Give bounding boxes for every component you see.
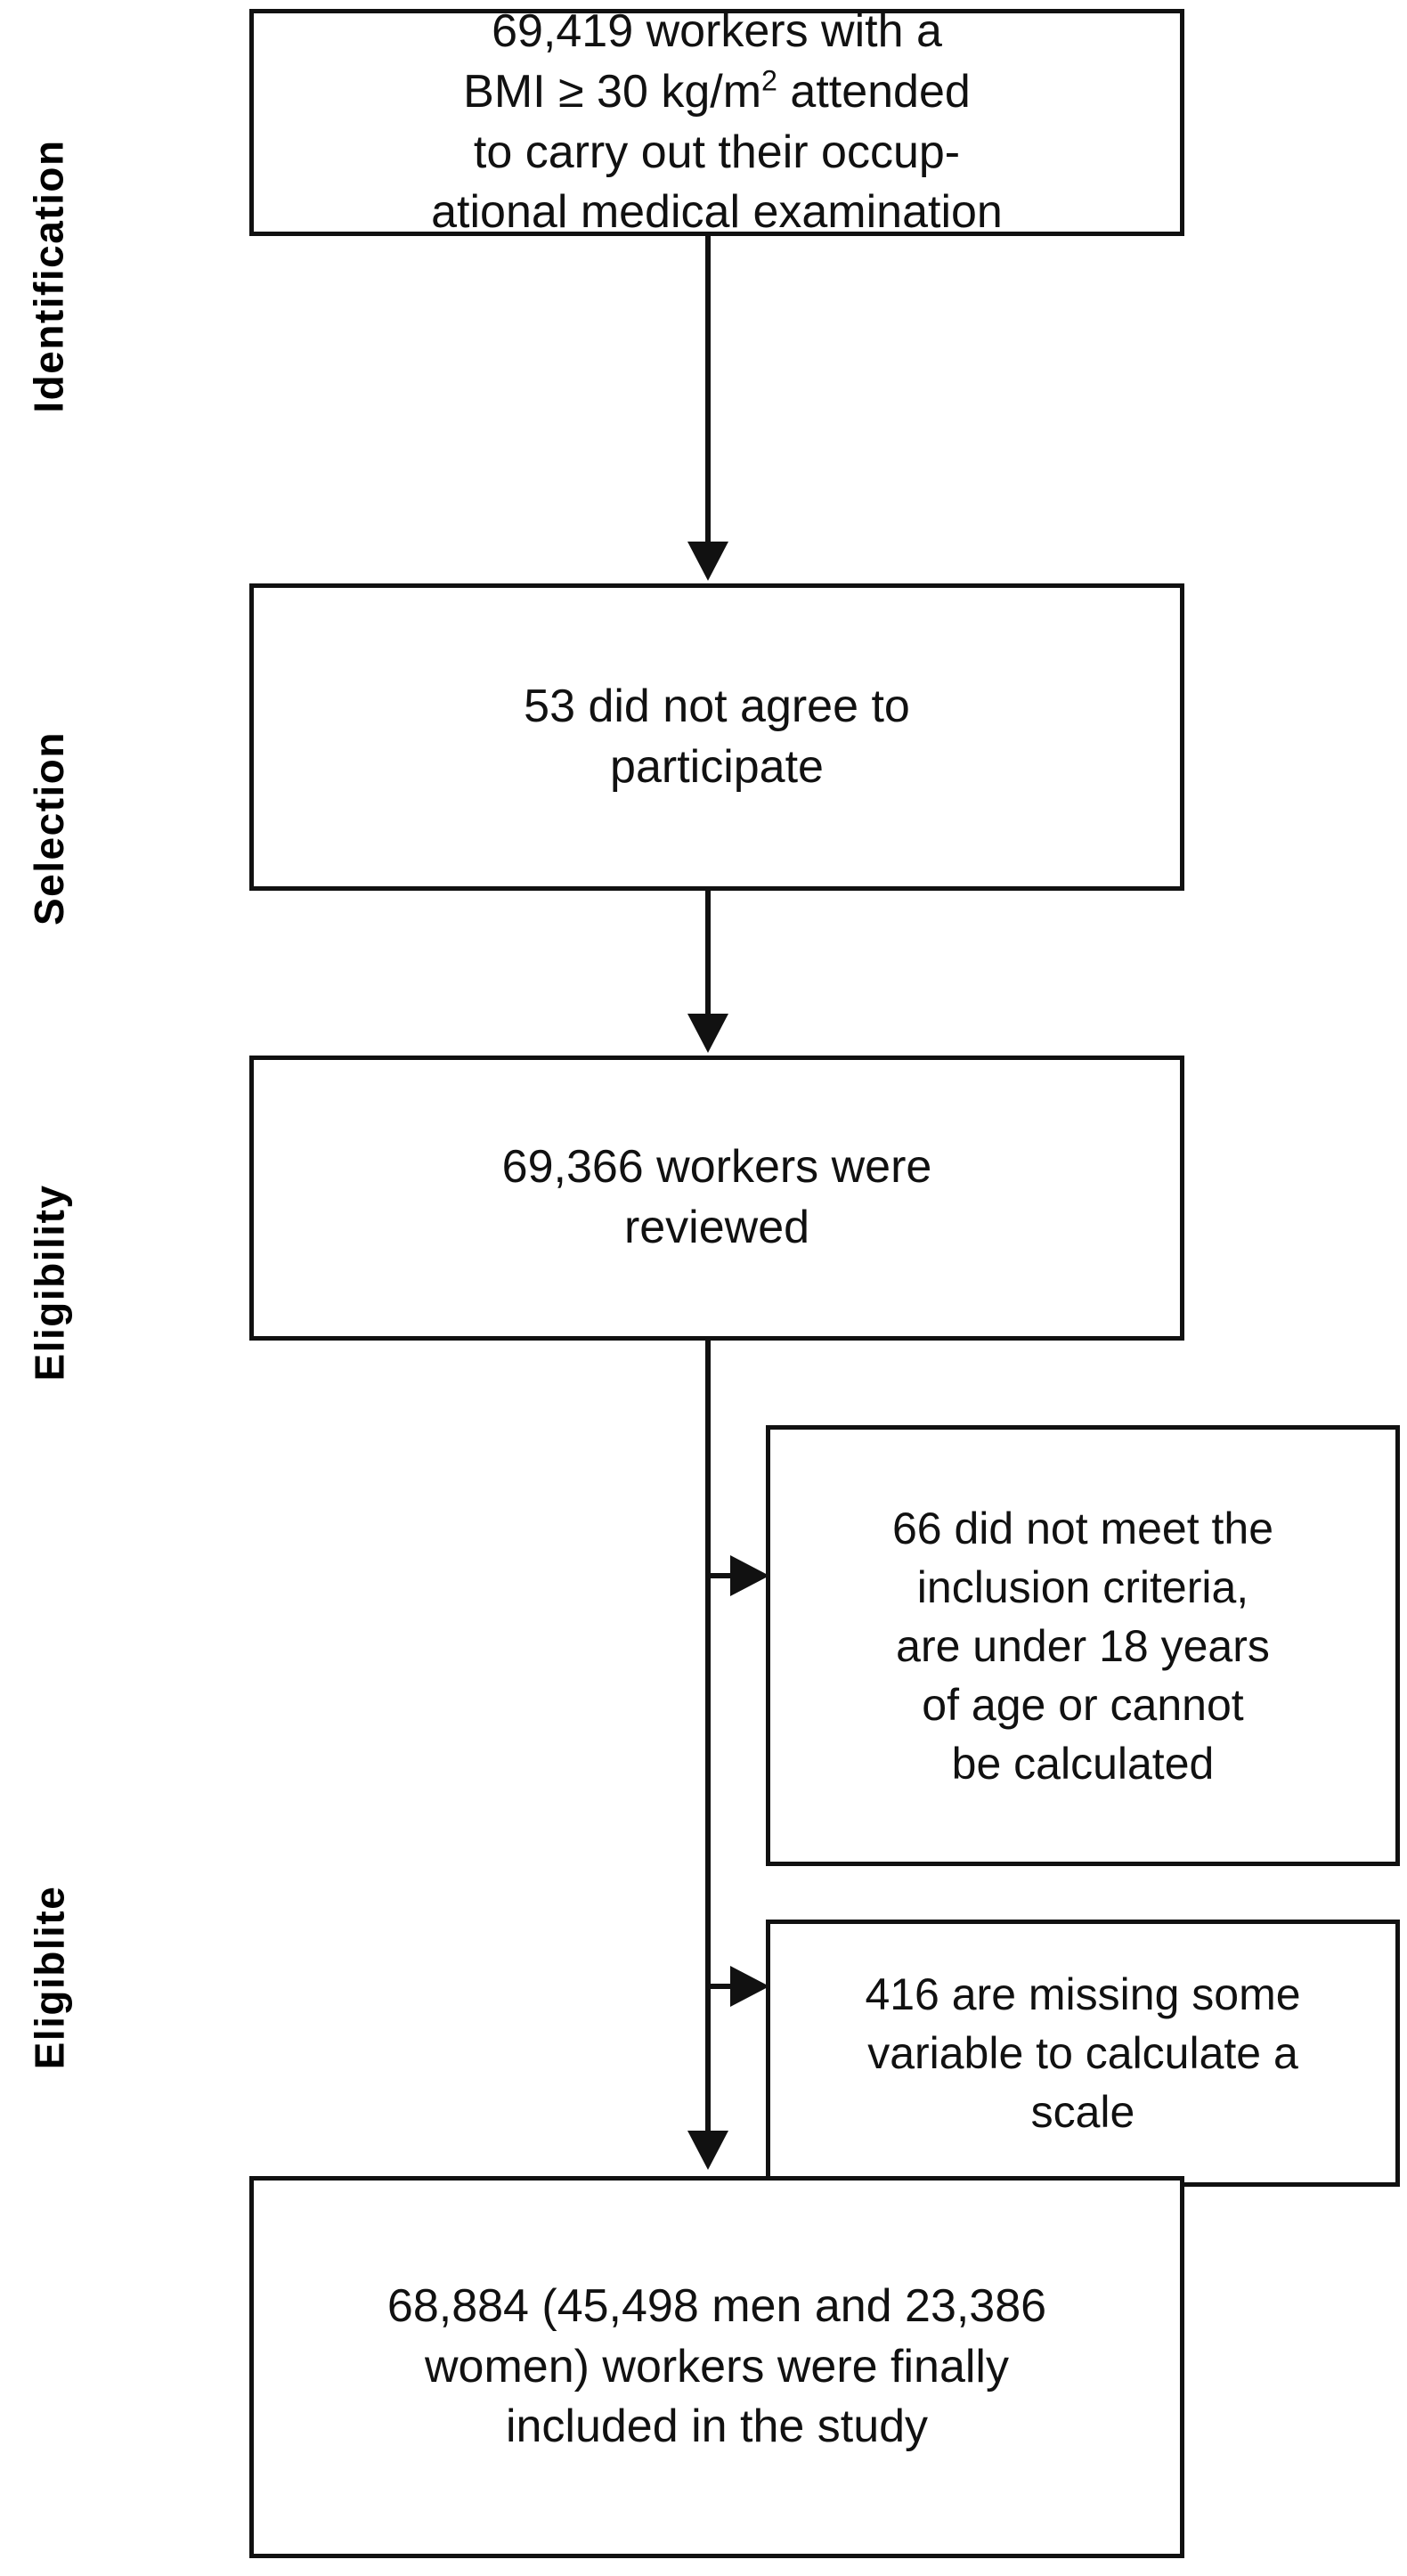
node-identified-line-4: ational medical examination: [431, 186, 1003, 239]
node-excluded-criteria-line-4: of age or cannot: [922, 1679, 1244, 1730]
node-excluded-missing-line-3: scale: [1030, 2087, 1135, 2137]
stage-label-selection: Selection: [0, 686, 98, 971]
node-excluded-criteria-text: 66 did not meet the inclusion criteria, …: [882, 1499, 1284, 1793]
node-declined-line-1: 53 did not agree to: [524, 680, 910, 732]
node-excluded-missing-text: 416 are missing some variable to calcula…: [854, 1965, 1311, 2141]
node-declined: 53 did not agree to participate: [249, 583, 1184, 891]
arrowhead-reviewed-excluded-missing: [730, 1966, 769, 2007]
node-excluded-missing-line-2: variable to calculate a: [867, 2028, 1298, 2078]
superscript-two: 2: [761, 64, 777, 97]
node-reviewed-line-1: 69,366 workers were: [501, 1141, 932, 1194]
node-excluded-criteria: 66 did not meet the inclusion criteria, …: [766, 1425, 1400, 1866]
node-excluded-criteria-line-1: 66 did not meet the: [891, 1503, 1274, 1553]
node-identified: 69,419 workers with a BMI ≥ 30 kg/m2 att…: [249, 5, 1184, 238]
node-excluded-criteria-line-2: inclusion criteria,: [916, 1561, 1249, 1612]
stage-label-eligiblite-text: Eligiblite: [26, 1885, 72, 2070]
node-included: 68,884 (45,498 men and 23,386 women) wor…: [249, 2176, 1184, 2558]
arrowhead-reviewed-excluded-criteria: [730, 1555, 769, 1596]
node-excluded-criteria-line-3: are under 18 years: [896, 1620, 1270, 1671]
node-declined-text: 53 did not agree to participate: [513, 677, 921, 797]
node-declined-line-2: participate: [610, 740, 824, 793]
node-excluded-missing-line-1: 416 are missing some: [865, 1969, 1301, 2019]
stage-label-eligiblite: Eligiblite: [0, 1835, 98, 2120]
node-excluded-missing: 416 are missing some variable to calcula…: [766, 1920, 1400, 2187]
node-excluded-criteria-line-5: be calculated: [951, 1738, 1215, 1789]
node-reviewed-line-2: reviewed: [623, 1202, 810, 1253]
node-included-line-1: 68,884 (45,498 men and 23,386: [386, 2280, 1047, 2333]
node-identified-line-1: 69,419 workers with a: [492, 5, 942, 58]
connector-trunk-reviewed-included: [705, 1341, 711, 2133]
node-identified-line-3: to carry out their occup-: [473, 126, 961, 178]
connector-identified-declined: [705, 236, 711, 543]
node-included-line-3: included in the study: [505, 2401, 929, 2453]
node-reviewed-text: 69,366 workers were reviewed: [492, 1137, 943, 1258]
arrowhead-declined-reviewed: [687, 1014, 728, 1053]
node-included-text: 68,884 (45,498 men and 23,386 women) wor…: [377, 2277, 1057, 2458]
arrowhead-identified-declined: [687, 542, 728, 581]
node-reviewed: 69,366 workers were reviewed: [249, 1056, 1184, 1341]
arrowhead-reviewed-included: [687, 2131, 728, 2170]
stage-label-identification-text: Identification: [26, 139, 73, 413]
node-identified-text: 69,419 workers with a BMI ≥ 30 kg/m2 att…: [431, 5, 1003, 239]
stage-label-eligibility: Eligibility: [0, 1149, 98, 1416]
stage-label-selection-text: Selection: [26, 730, 73, 926]
connector-declined-reviewed: [705, 891, 711, 1017]
stage-label-identification: Identification: [0, 98, 98, 454]
stage-label-eligibility-text: Eligibility: [26, 1184, 72, 1382]
node-included-line-2: women) workers were finally: [425, 2340, 1009, 2393]
